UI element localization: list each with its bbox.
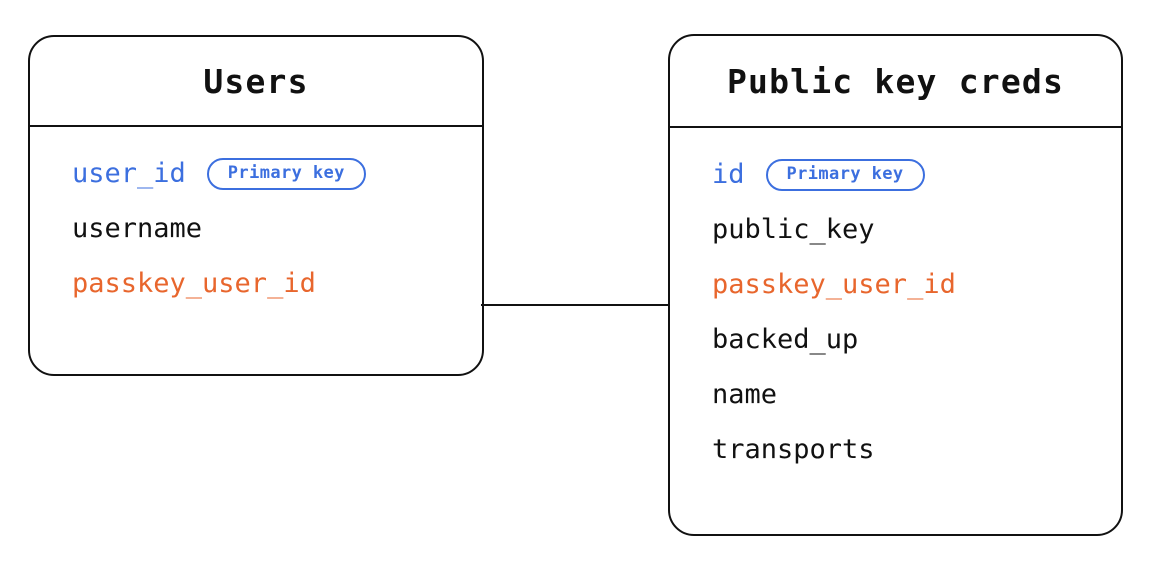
field-name-user-id: user_id: [72, 158, 186, 189]
table-title-users: Users: [203, 61, 309, 101]
field-row[interactable]: name: [712, 367, 1121, 422]
field-name-passkey-user-id: passkey_user_id: [72, 268, 316, 299]
field-row[interactable]: id Primary key: [712, 147, 1121, 202]
field-name-transports: transports: [712, 434, 875, 465]
field-row[interactable]: transports: [712, 422, 1121, 477]
field-row[interactable]: backed_up: [712, 312, 1121, 367]
table-header-public-key-creds: Public key creds: [670, 36, 1121, 128]
field-name-backed-up: backed_up: [712, 324, 859, 355]
entity-table-users[interactable]: Users user_id Primary key username passk…: [28, 35, 484, 376]
table-header-users: Users: [30, 37, 482, 127]
field-name-name: name: [712, 379, 778, 410]
field-name-id: id: [712, 159, 745, 190]
field-row[interactable]: public_key: [712, 202, 1121, 257]
relationship-connector-users-public-key-creds: [481, 304, 670, 307]
field-row[interactable]: user_id Primary key: [72, 146, 482, 201]
table-title-public-key-creds: Public key creds: [726, 61, 1065, 101]
field-name-username: username: [72, 213, 203, 244]
field-row[interactable]: passkey_user_id: [72, 256, 482, 311]
field-row[interactable]: passkey_user_id: [712, 257, 1121, 312]
field-row[interactable]: username: [72, 201, 482, 256]
field-name-passkey-user-id: passkey_user_id: [712, 269, 956, 300]
field-name-public-key: public_key: [712, 214, 875, 245]
primary-key-badge: Primary key: [765, 158, 925, 191]
primary-key-badge: Primary key: [206, 157, 366, 190]
table-fields-public-key-creds: id Primary key public_key passkey_user_i…: [670, 128, 1121, 477]
table-fields-users: user_id Primary key username passkey_use…: [30, 127, 482, 311]
entity-table-public-key-creds[interactable]: Public key creds id Primary key public_k…: [668, 34, 1123, 536]
